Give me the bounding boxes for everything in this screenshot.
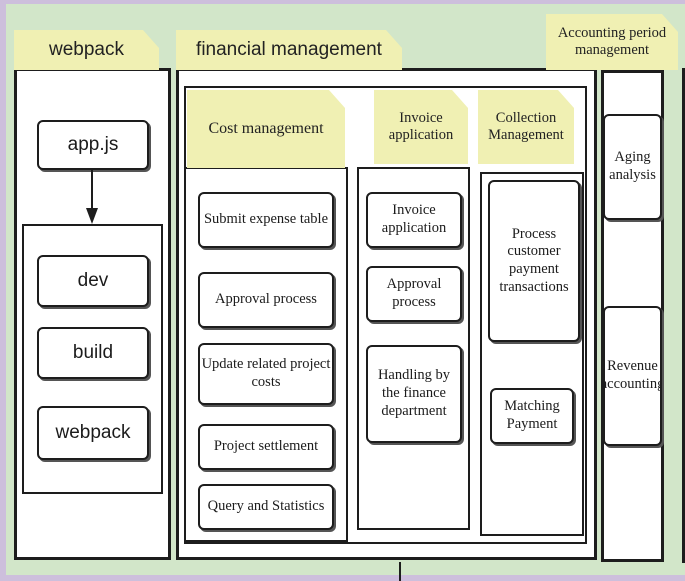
cost-item-label: Update related project costs xyxy=(201,356,331,390)
cost-item-approval: Approval process xyxy=(198,272,334,328)
cost-title: Cost management xyxy=(208,119,324,137)
arrow-head xyxy=(86,208,98,224)
invoice-item-approval: Approval process xyxy=(366,266,462,322)
collection-item-process: Process customer payment transactions xyxy=(488,180,580,342)
invoice-item-label: Approval process xyxy=(386,276,442,310)
invoice-item-label: Invoice application xyxy=(381,202,447,236)
bottom-connector xyxy=(399,562,401,581)
invoice-item-finance: Handling by the finance department xyxy=(366,345,462,443)
cost-item-label: Approval process xyxy=(215,291,317,308)
app-js-label: app.js xyxy=(67,134,119,156)
entry-arrow xyxy=(86,170,98,224)
accounting-item-aging: Aging analysis xyxy=(603,114,662,220)
invoice-item-application: Invoice application xyxy=(366,192,462,248)
collection-item-label: Matching Payment xyxy=(504,398,560,432)
mode-build-node: build xyxy=(37,327,149,379)
financial-tab: financial management xyxy=(176,30,402,70)
app-js-node: app.js xyxy=(37,120,149,170)
collection-item-matching: Matching Payment xyxy=(490,388,574,444)
collection-tab: Collection Management xyxy=(478,90,574,164)
accounting-title: Accounting period management xyxy=(557,25,667,58)
cost-item-submit-expense: Submit expense table xyxy=(198,192,334,248)
mode-webpack-label: webpack xyxy=(55,422,131,444)
mode-webpack-node: webpack xyxy=(37,406,149,460)
financial-title: financial management xyxy=(196,39,382,61)
accounting-item-label: Revenue accounting xyxy=(603,358,662,392)
mode-build-label: build xyxy=(72,342,114,364)
collection-title: Collection Management xyxy=(488,110,564,143)
webpack-title: webpack xyxy=(49,39,124,61)
cost-item-update-costs: Update related project costs xyxy=(198,343,334,405)
mode-dev-label: dev xyxy=(77,270,109,292)
invoice-tab: Invoice application xyxy=(374,90,468,164)
cost-item-label: Project settlement xyxy=(213,438,319,455)
cost-item-label: Query and Statistics xyxy=(207,498,325,515)
mode-dev-node: dev xyxy=(37,255,149,307)
invoice-item-label: Handling by the finance department xyxy=(377,367,451,419)
accounting-tab: Accounting period management xyxy=(546,14,678,70)
accounting-item-label: Aging analysis xyxy=(609,149,656,183)
collection-item-label: Process customer payment transactions xyxy=(499,225,569,295)
cost-item-settlement: Project settlement xyxy=(198,424,334,470)
cost-tab: Cost management xyxy=(187,90,345,168)
accounting-item-revenue: Revenue accounting xyxy=(603,306,662,446)
cost-item-label: Submit expense table xyxy=(203,211,329,228)
webpack-tab: webpack xyxy=(14,30,159,70)
invoice-title: Invoice application xyxy=(388,110,454,143)
right-edge-line xyxy=(682,68,685,563)
cost-item-query: Query and Statistics xyxy=(198,484,334,530)
